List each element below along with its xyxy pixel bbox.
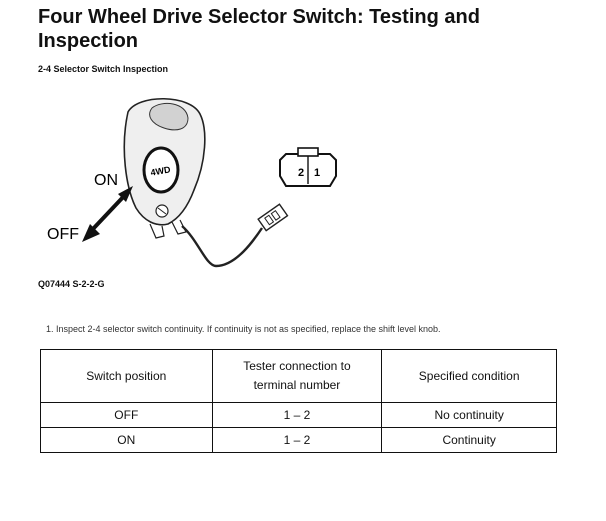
page-title: Four Wheel Drive Selector Switch: Testin… — [38, 6, 480, 52]
connector-face-icon — [279, 147, 337, 187]
col-switch-position: Switch position — [40, 349, 213, 403]
cell-condition: No continuity — [381, 402, 557, 428]
col-tester-connection-line1: Tester connection to — [243, 359, 351, 373]
col-tester-connection: Tester connection to terminal number — [211, 349, 383, 403]
table-row: ON 1 – 2 Continuity — [40, 427, 557, 453]
knob-label: 4WD — [150, 164, 172, 177]
knob-window — [149, 102, 189, 131]
cell-terminal: 1 – 2 — [211, 427, 383, 453]
instruction-text: 1. Inspect 2-4 selector switch continuit… — [46, 324, 441, 334]
col-specified-condition: Specified condition — [381, 349, 557, 403]
on-off-arrow-icon — [82, 186, 133, 242]
cell-terminal: 1 – 2 — [211, 402, 383, 428]
selector-switch-figure: 4WD ON OFF 2 1 — [47, 97, 337, 268]
figure-id: Q07444 S-2-2-G — [38, 279, 105, 289]
off-label: OFF — [47, 226, 79, 243]
pin-1-label: 1 — [314, 167, 320, 179]
harness-wire — [181, 225, 263, 268]
small-connector-icon — [257, 203, 289, 232]
section-subtitle: 2-4 Selector Switch Inspection — [38, 64, 169, 74]
table-row: OFF 1 – 2 No continuity — [40, 402, 557, 428]
cell-position: ON — [40, 427, 213, 453]
pin-2-label: 2 — [298, 167, 304, 179]
continuity-spec-table: Switch position Tester connection to ter… — [40, 349, 557, 453]
table-header-row: Switch position Tester connection to ter… — [40, 349, 557, 403]
cell-condition: Continuity — [381, 427, 557, 453]
on-label: ON — [94, 172, 118, 189]
cell-position: OFF — [40, 402, 213, 428]
4wd-button-icon — [142, 146, 180, 194]
col-tester-connection-line2: terminal number — [253, 378, 341, 392]
